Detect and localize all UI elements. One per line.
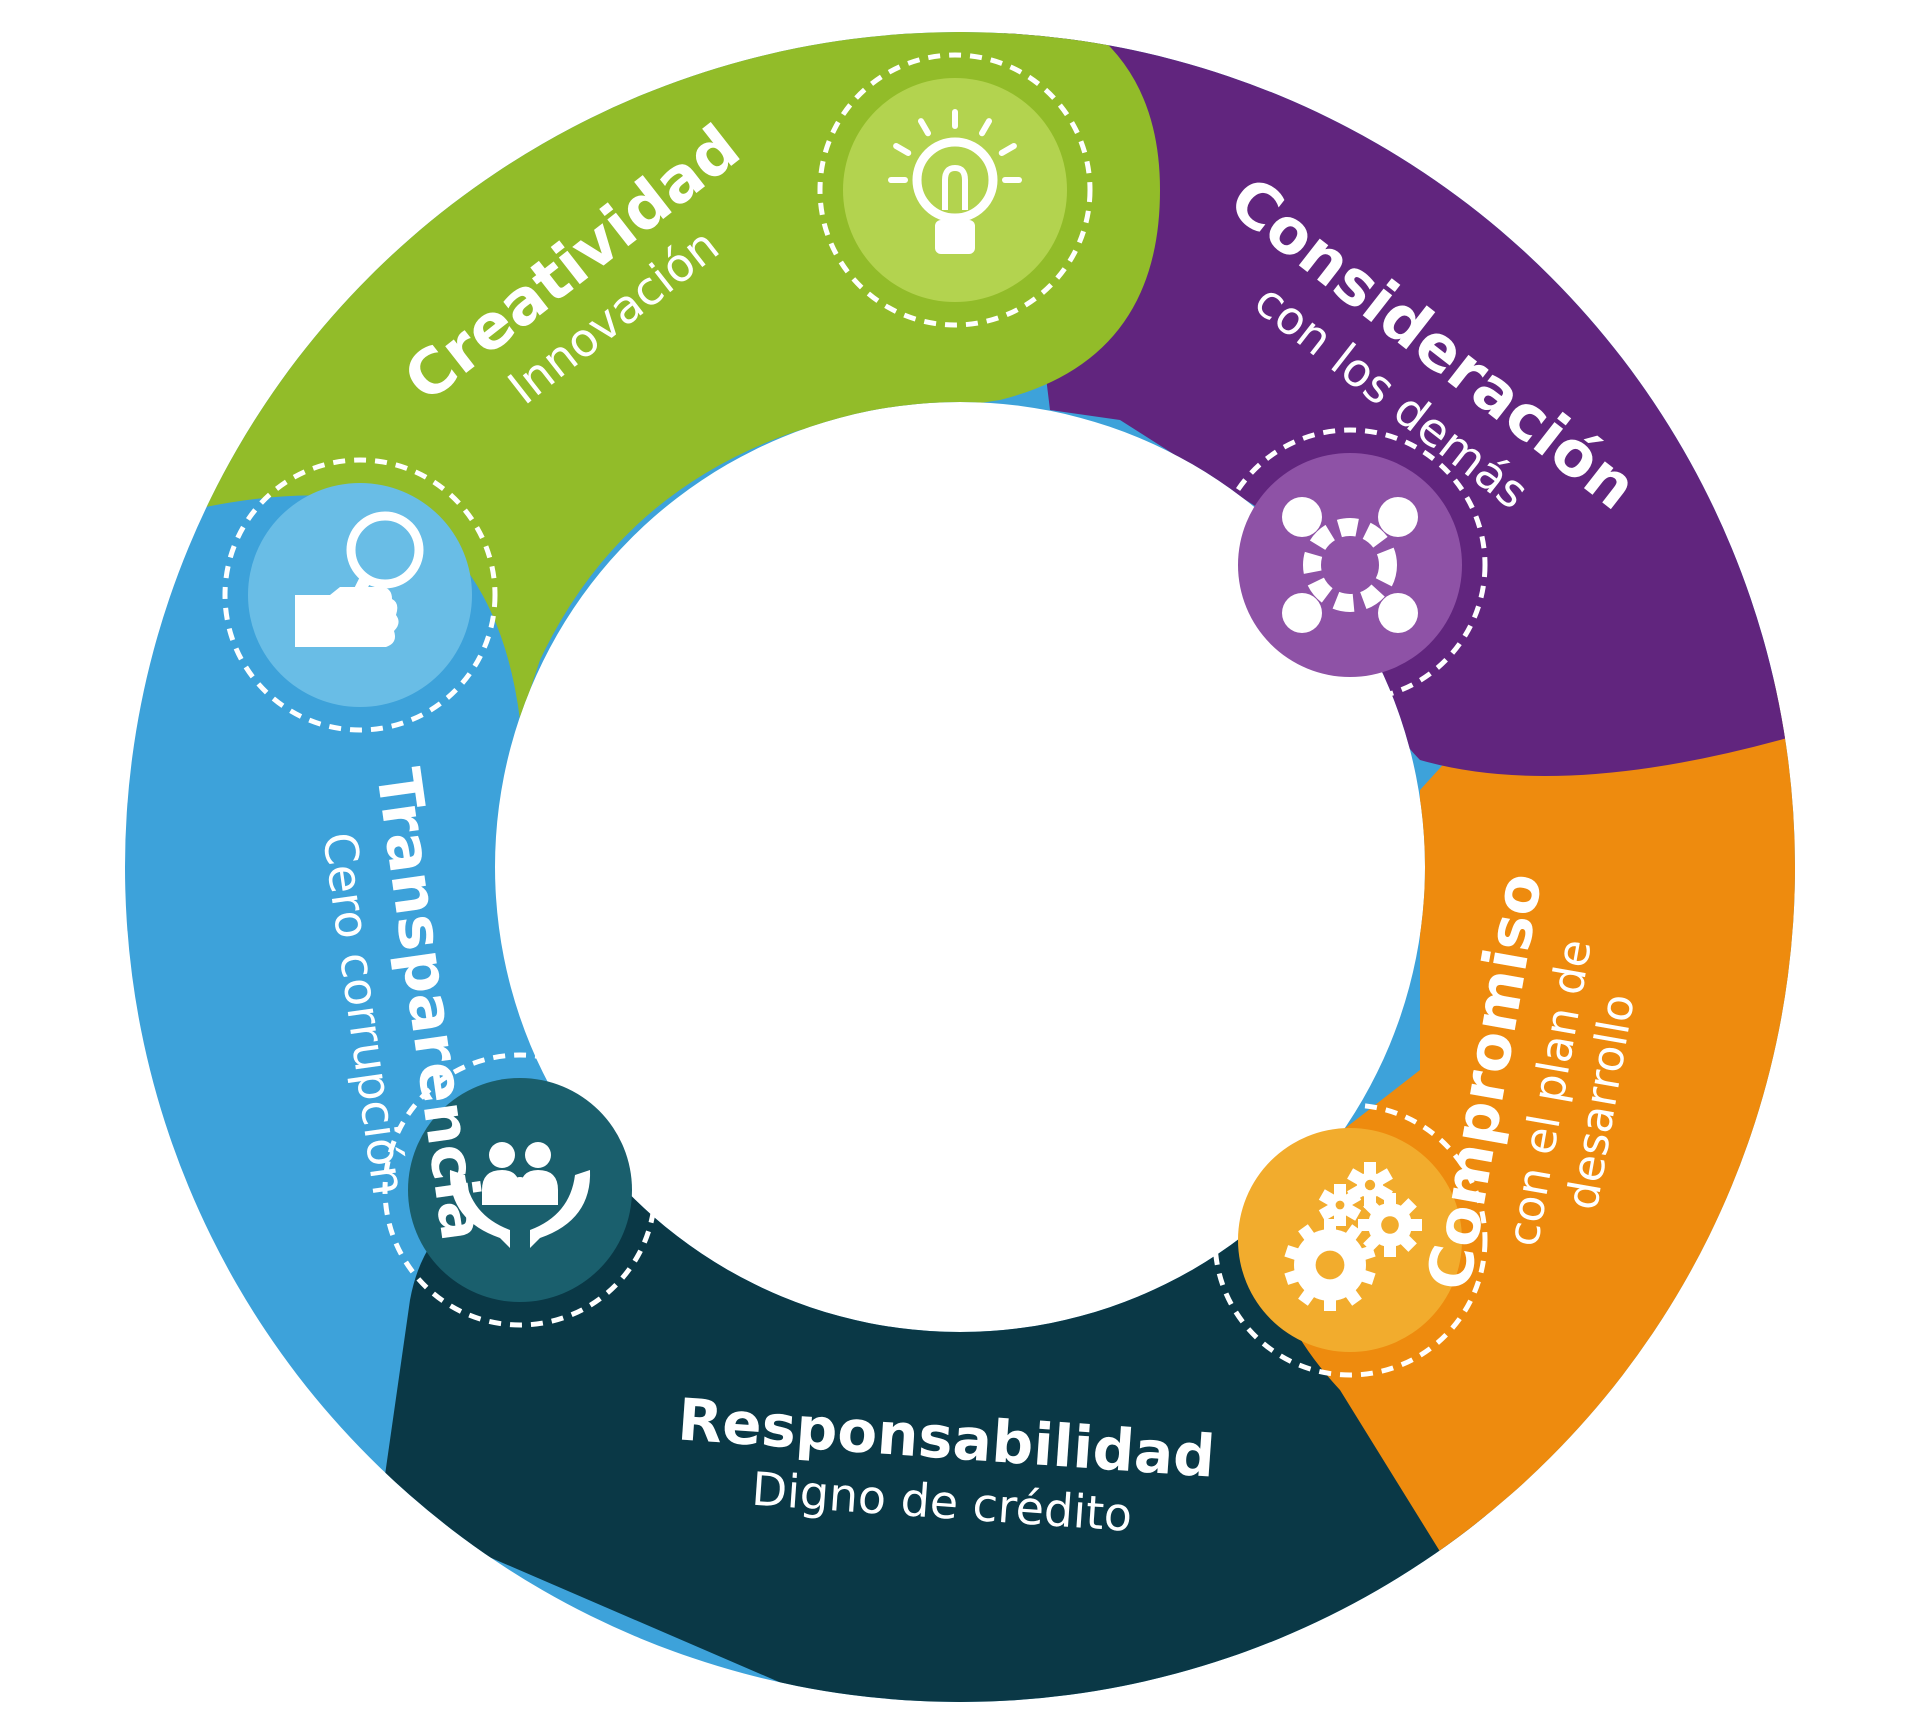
creatividad-badge <box>817 52 1093 328</box>
consideracion-badge-disc <box>1238 453 1462 677</box>
gears-icon <box>1284 1162 1422 1311</box>
transparencia-badge-ring <box>222 457 498 733</box>
creatividad-badge-ring <box>817 52 1093 328</box>
lightbulb-icon <box>888 109 1022 254</box>
people-circle-icon <box>1282 497 1418 633</box>
compromiso-badge <box>1212 1102 1488 1378</box>
consideracion-badge <box>1212 427 1488 703</box>
transparencia-badge <box>222 457 498 733</box>
consideracion-badge-ring <box>1212 427 1488 703</box>
compromiso-badge-ring <box>1212 1102 1488 1378</box>
responsabilidad-badge <box>382 1052 658 1328</box>
responsabilidad-badge-ring <box>382 1052 658 1328</box>
segment-responsabilidad-fill <box>380 1180 1500 1702</box>
family-hands-icon <box>449 1142 591 1248</box>
magnifier-hand-icon <box>295 511 424 647</box>
creatividad-badge-disc <box>843 78 1067 302</box>
